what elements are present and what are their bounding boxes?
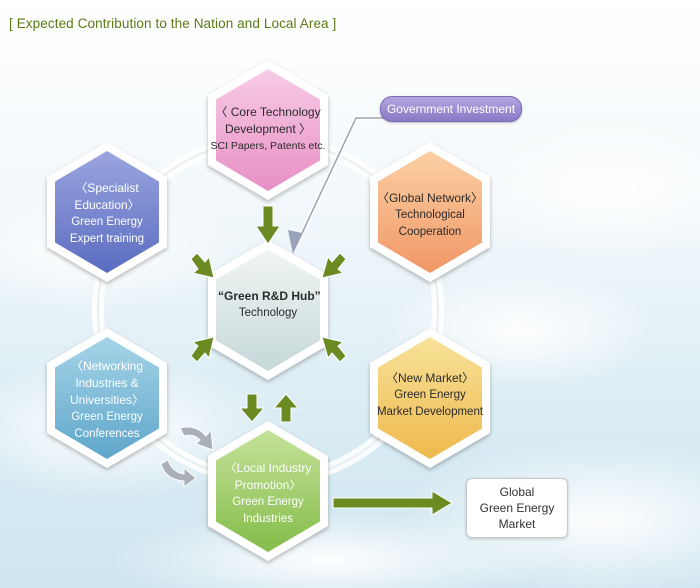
- page-title: [ Expected Contribution to the Nation an…: [9, 16, 337, 31]
- local-industry-label: 〈Local Industry Promotion〉 Green Energy …: [218, 460, 318, 528]
- networking-label: 〈Networking Industries & Universities〉 G…: [57, 358, 157, 443]
- hub-subtitle: Technology: [238, 307, 298, 319]
- global-market-line2: Green Energy: [479, 501, 555, 515]
- specialist-line2: Education〉: [74, 198, 140, 212]
- global-market-line3: Market: [498, 517, 536, 531]
- hexagon-local-industry: [208, 421, 328, 561]
- arrow-market-to-hub: [321, 336, 347, 363]
- networking-line2: Industries &: [75, 376, 139, 390]
- arrow-local-to-global-market: [332, 490, 453, 516]
- global-network-label: 〈Global Network〉 Technological Cooperati…: [375, 190, 485, 241]
- networking-line4: Green Energy: [71, 411, 143, 423]
- global-network-line1: 〈Global Network〉: [376, 191, 484, 205]
- local-industry-line1: 〈Local Industry: [224, 461, 312, 475]
- local-industry-line3: Green Energy: [232, 496, 304, 508]
- local-industry-line4: Industries: [243, 513, 293, 525]
- core-technology-line1: 〈 Core Technology: [215, 105, 321, 119]
- hexagon-core-technology: [208, 60, 328, 200]
- new-market-label: 〈New Market〉 Green Energy Market Develop…: [370, 370, 490, 421]
- local-industry-line2: Promotion〉: [234, 478, 302, 492]
- global-market-line1: Global: [499, 485, 535, 499]
- arrow-hub-to-local: [238, 393, 266, 423]
- arrow-specialist-to-hub: [190, 252, 215, 279]
- arrow-networking-to-hub: [190, 336, 215, 363]
- flow-arrows: [190, 205, 453, 516]
- hexagon-new-market: [370, 328, 490, 468]
- hexagon-global-network: [370, 142, 490, 282]
- hub-label: “Green R&D Hub” Technology: [218, 288, 321, 322]
- new-market-line1: 〈New Market〉: [385, 371, 474, 385]
- specialist-line4: Expert training: [69, 233, 145, 245]
- hexagon-networking: [47, 328, 167, 468]
- arrow-local-to-hub: [272, 393, 300, 423]
- arrow-global-to-hub: [321, 252, 347, 279]
- new-market-line3: Market Development: [376, 406, 484, 418]
- hub-title: “Green R&D Hub”: [218, 289, 321, 303]
- core-technology-line2: Development 〉: [224, 122, 312, 136]
- hexagon-specialist-education: [47, 142, 167, 282]
- networking-line5: Conferences: [74, 428, 140, 440]
- global-network-line2: Technological: [395, 209, 465, 221]
- specialist-line1: 〈Specialist: [75, 181, 139, 195]
- new-market-line2: Green Energy: [394, 389, 466, 401]
- specialist-education-label: 〈Specialist Education〉 Green Energy Expe…: [57, 180, 157, 248]
- hexagon-green-rd-hub: [208, 240, 328, 380]
- arrow-core-to-hub: [255, 205, 281, 245]
- networking-line3: Universities〉: [69, 393, 145, 407]
- core-technology-label: 〈 Core Technology Development 〉 SCI Pape…: [208, 104, 328, 155]
- cycle-arrows: [160, 426, 214, 488]
- global-network-line3: Cooperation: [398, 226, 462, 238]
- government-investment-badge: Government Investment: [380, 96, 522, 122]
- specialist-line3: Green Energy: [71, 216, 143, 228]
- global-green-energy-market-box: Global Green Energy Market: [466, 478, 568, 538]
- networking-line1: 〈Networking: [70, 359, 144, 373]
- core-technology-line3: SCI Papers, Patents etc.: [210, 140, 326, 152]
